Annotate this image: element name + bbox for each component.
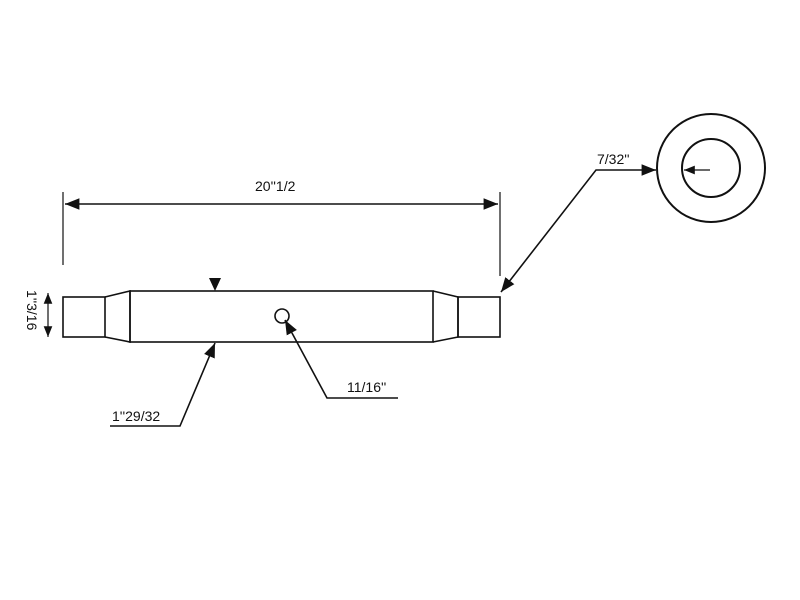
- wall-thickness-label: 7/32'': [597, 151, 630, 167]
- hole-leader: [284, 319, 398, 399]
- end-view-inner-circle: [681, 138, 741, 198]
- end-view-outer-circle: [656, 113, 766, 223]
- length-label: 20''1/2: [255, 178, 296, 194]
- tube-outline: [62, 289, 501, 343]
- body-diameter-label: 1''29/32: [112, 408, 160, 424]
- hole-diameter-label: 11/16'': [347, 379, 386, 395]
- end-diameter-label: 1''3/16: [24, 290, 40, 331]
- hole: [274, 308, 290, 324]
- body-top-arrow: [209, 278, 221, 291]
- body-diameter-leader: [110, 342, 216, 427]
- wall-thickness-leader: [500, 164, 656, 293]
